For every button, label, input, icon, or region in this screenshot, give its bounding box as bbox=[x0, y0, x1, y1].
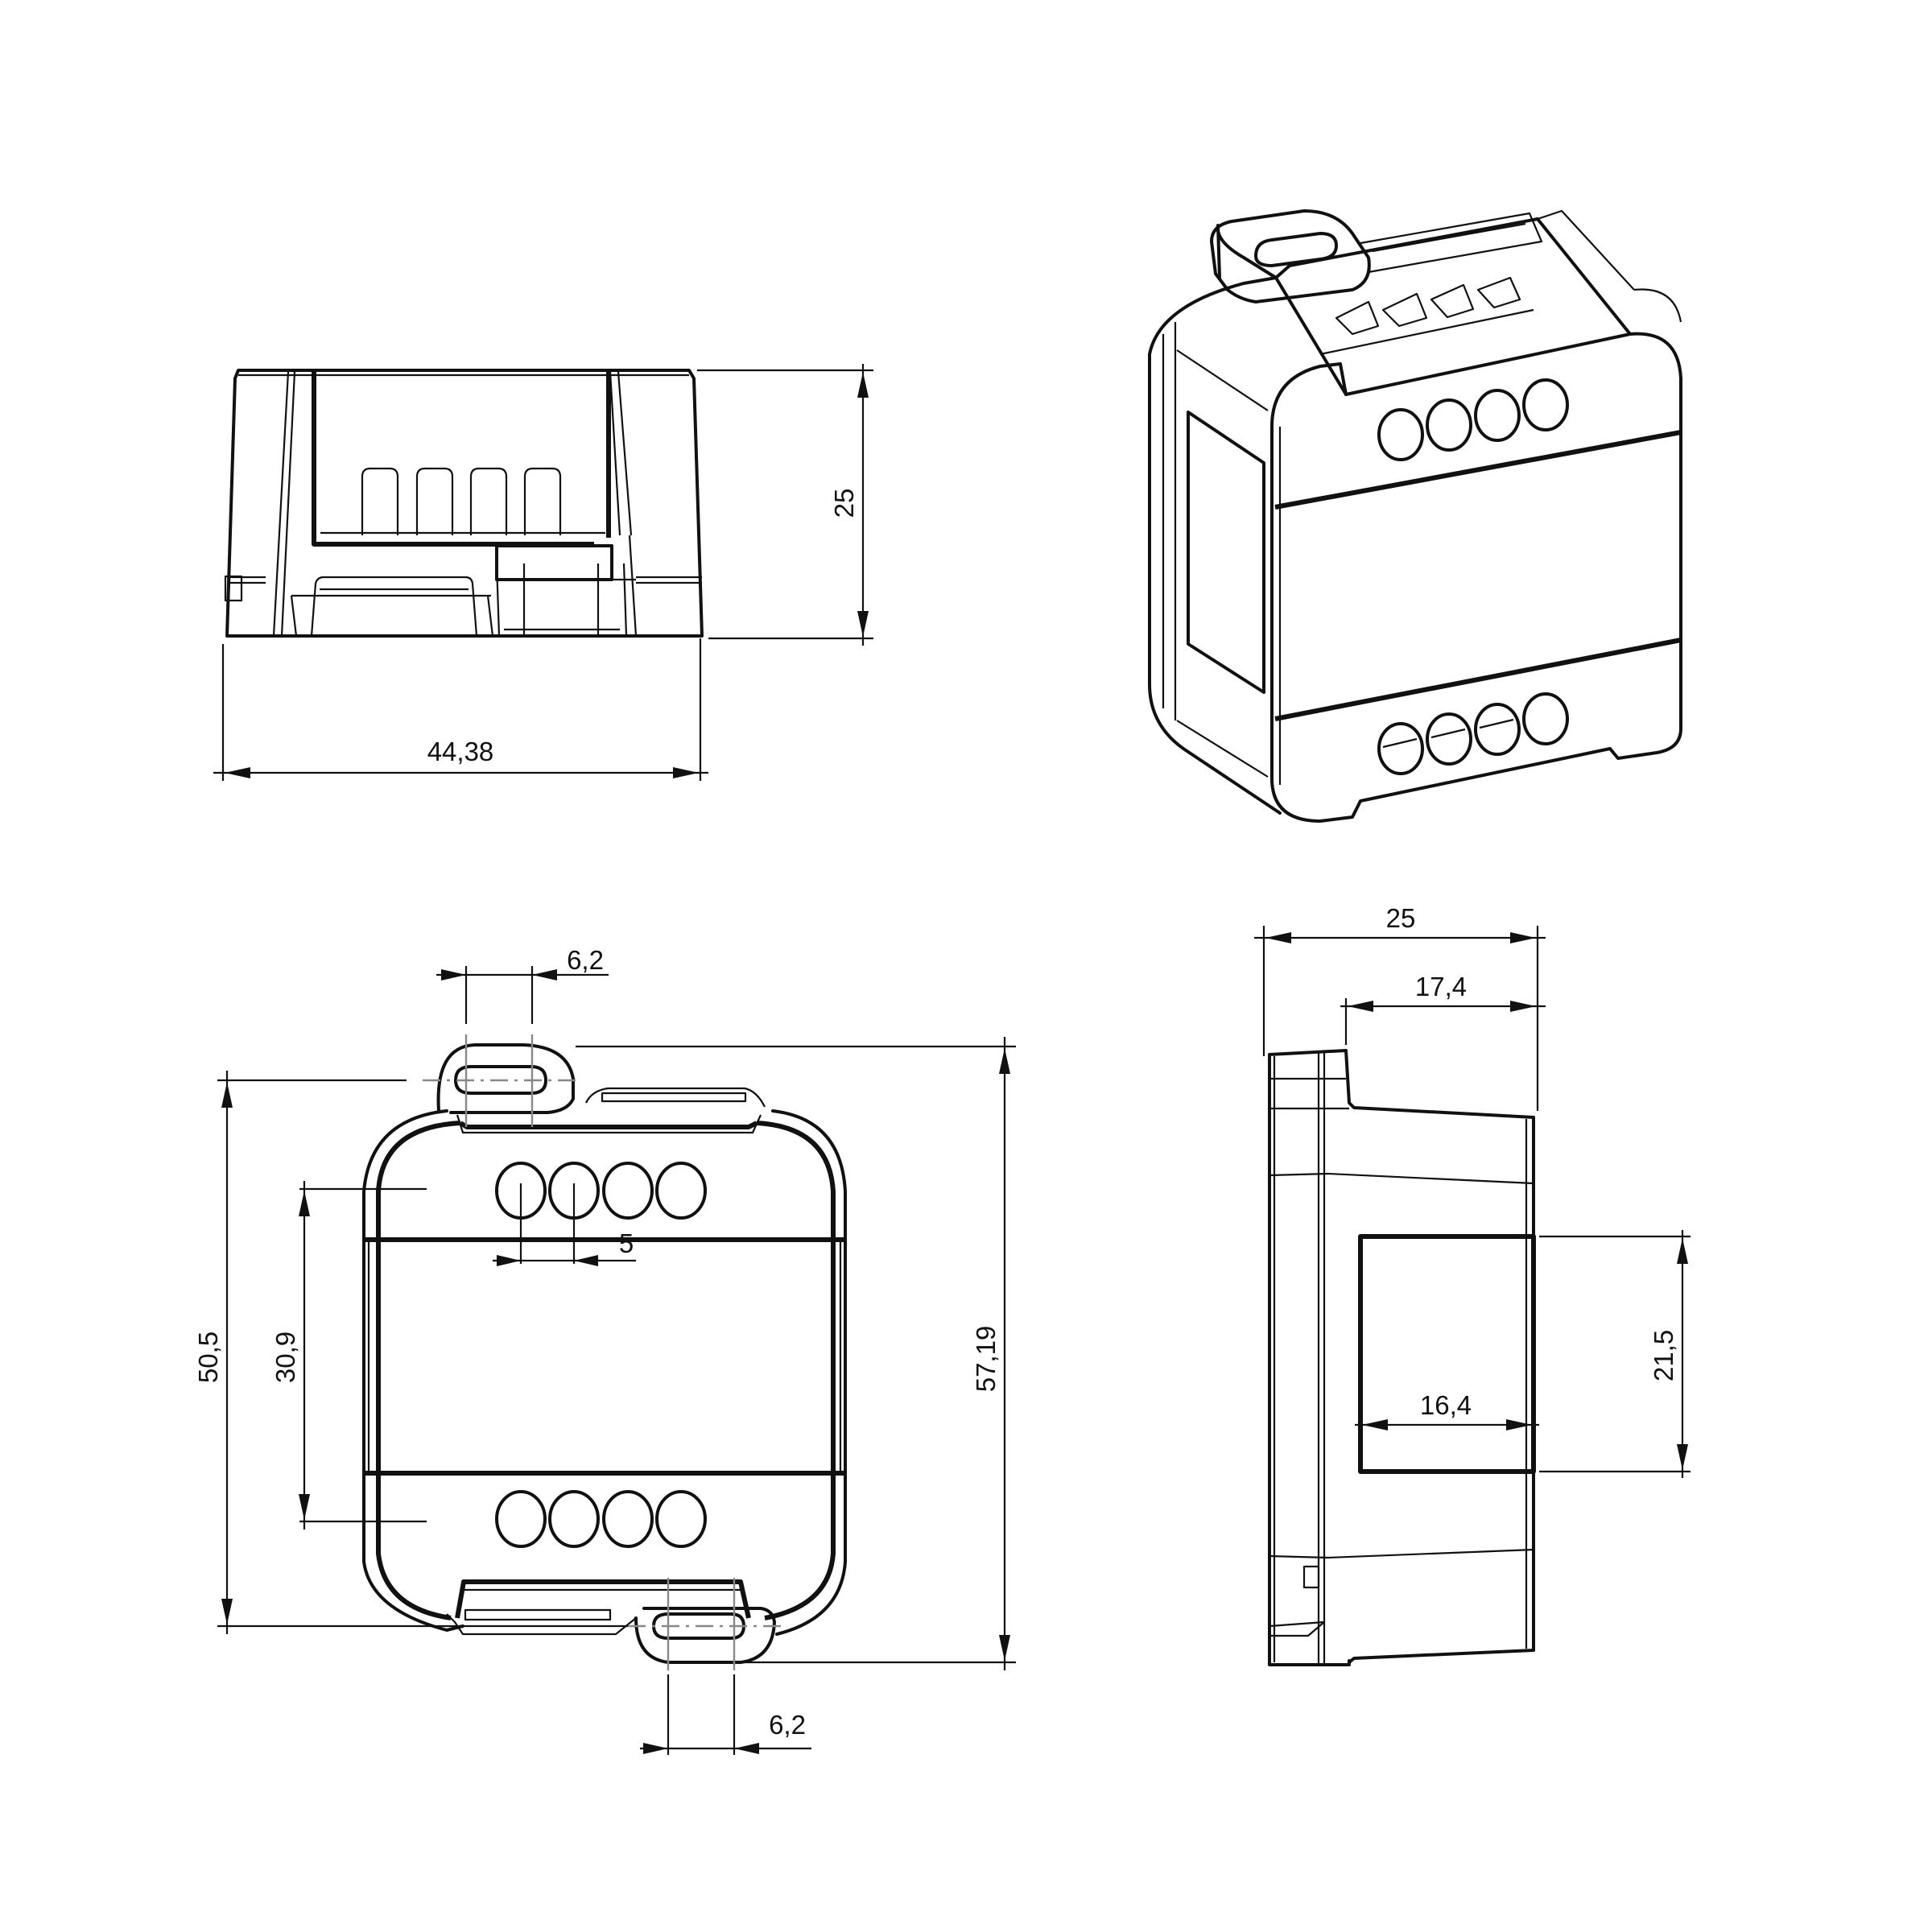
dim-label-front-width: 44,38 bbox=[427, 737, 494, 766]
top-view-upper-clip bbox=[423, 1034, 580, 1127]
dim-label-side-window-depth: 16,4 bbox=[1420, 1390, 1472, 1420]
isometric-lower-terminals bbox=[1377, 692, 1569, 775]
dim-label-body-height: 50,5 bbox=[193, 1331, 223, 1383]
isometric-top-vents bbox=[1335, 276, 1521, 336]
dim-label-side-window-height: 21,5 bbox=[1649, 1330, 1678, 1381]
dim-front-height: 25 bbox=[697, 364, 873, 646]
isometric-view bbox=[1148, 209, 1682, 823]
top-view-lower-terminals bbox=[495, 1490, 707, 1548]
front-terminal-slots bbox=[361, 467, 562, 535]
dim-side-overall-depth: 25 bbox=[1254, 903, 1546, 1111]
dim-label-side-body-depth: 17,4 bbox=[1415, 972, 1467, 1001]
side-view: 25 17,4 21,5 16,4 bbox=[1254, 903, 1690, 1666]
isometric-upper-terminals bbox=[1377, 378, 1569, 461]
dim-side-window-depth: 16,4 bbox=[1355, 1390, 1539, 1430]
dim-terminal-row-spacing: 30,9 bbox=[270, 1181, 427, 1530]
dim-overall-height: 57,19 bbox=[576, 1037, 1016, 1670]
dim-label-front-height: 25 bbox=[829, 489, 859, 518]
isometric-clip bbox=[1210, 209, 1543, 303]
dim-body-height: 50,5 bbox=[193, 1071, 628, 1634]
front-view: 25 44,38 bbox=[213, 364, 873, 781]
top-view-lower-clip bbox=[628, 1578, 781, 1670]
dim-label-terminal-row-spacing: 30,9 bbox=[270, 1331, 300, 1383]
top-view: 6,2 6,2 5 50,5 bbox=[193, 945, 1016, 1755]
dim-bottom-tab-width: 6,2 bbox=[640, 1674, 811, 1755]
dim-label-bottom-tab-width: 6,2 bbox=[769, 1710, 806, 1740]
dim-side-window-height: 21,5 bbox=[1539, 1230, 1690, 1478]
dim-label-overall-height: 57,19 bbox=[971, 1326, 1001, 1393]
dim-label-side-overall-depth: 25 bbox=[1386, 903, 1416, 933]
dim-top-tab-width: 6,2 bbox=[436, 945, 609, 1024]
dim-side-body-depth: 17,4 bbox=[1340, 972, 1546, 1045]
dim-terminal-pitch: 5 bbox=[493, 1183, 636, 1266]
dim-label-terminal-pitch: 5 bbox=[619, 1228, 634, 1258]
dim-label-top-tab-width: 6,2 bbox=[567, 945, 604, 975]
top-view-upper-terminals bbox=[495, 1162, 707, 1220]
dim-front-width: 44,38 bbox=[213, 638, 708, 781]
